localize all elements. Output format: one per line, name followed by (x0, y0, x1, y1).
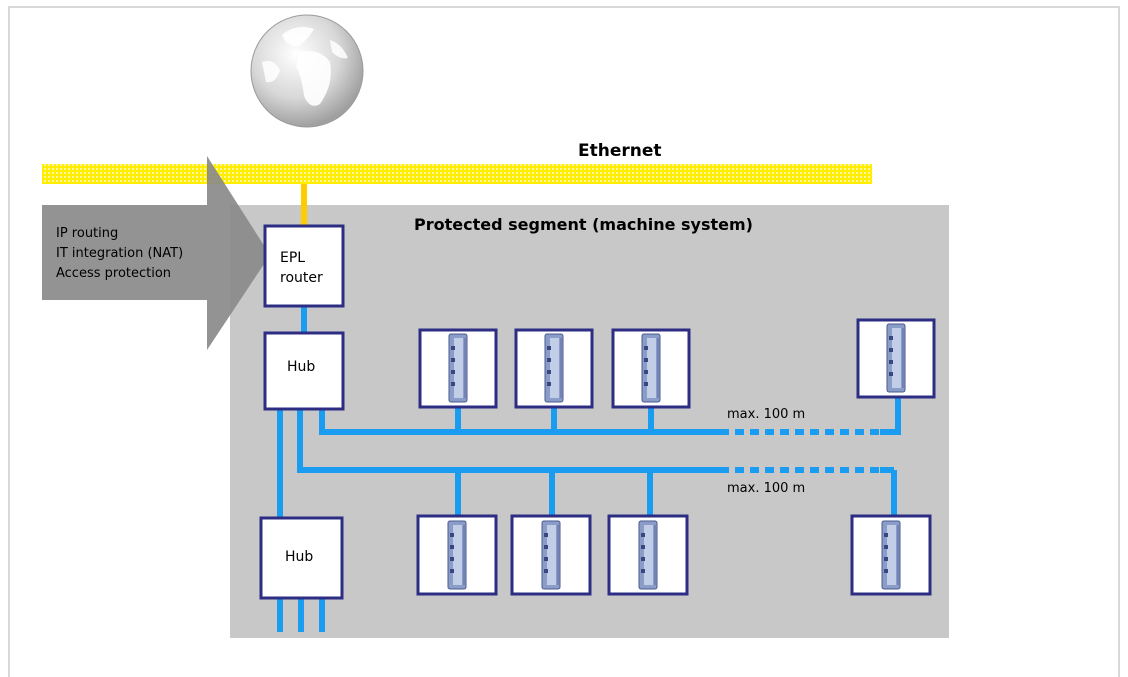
router-label-line1: EPL (280, 250, 306, 266)
arrow-text-it-integration: IT integration (NAT) (56, 246, 184, 261)
page-frame-left (8, 6, 10, 677)
arrow-text-access-protection: Access protection (56, 266, 172, 281)
drive-device-8 (850, 514, 932, 596)
drive-device-2 (514, 328, 594, 409)
network-links (277, 184, 901, 632)
drive-device-7 (607, 514, 689, 596)
arrow-text-ip-routing: IP routing (56, 226, 119, 241)
epl-router-box (263, 224, 345, 308)
globe-icon (250, 14, 364, 128)
ethernet-label: Ethernet (578, 141, 662, 161)
drive-device-5 (416, 514, 498, 596)
drive-device-1 (418, 328, 498, 409)
hub-box-1 (263, 331, 345, 411)
distance-label-2: max. 100 m (727, 481, 806, 496)
page-frame-right (1118, 6, 1120, 677)
routing-arrow (42, 156, 270, 350)
page-frame-top (8, 6, 1120, 8)
distance-label-1: max. 100 m (727, 407, 806, 422)
ethernet-bus (42, 164, 872, 184)
hub-label-1: Hub (287, 359, 316, 375)
drive-device-6 (510, 514, 592, 596)
drive-device-3 (611, 328, 691, 409)
hub-label-2: Hub (285, 549, 314, 565)
drive-device-4 (856, 318, 936, 399)
hub-box-2 (259, 516, 344, 600)
router-label-line2: router (280, 270, 323, 286)
protected-segment-label: Protected segment (machine system) (414, 215, 753, 234)
